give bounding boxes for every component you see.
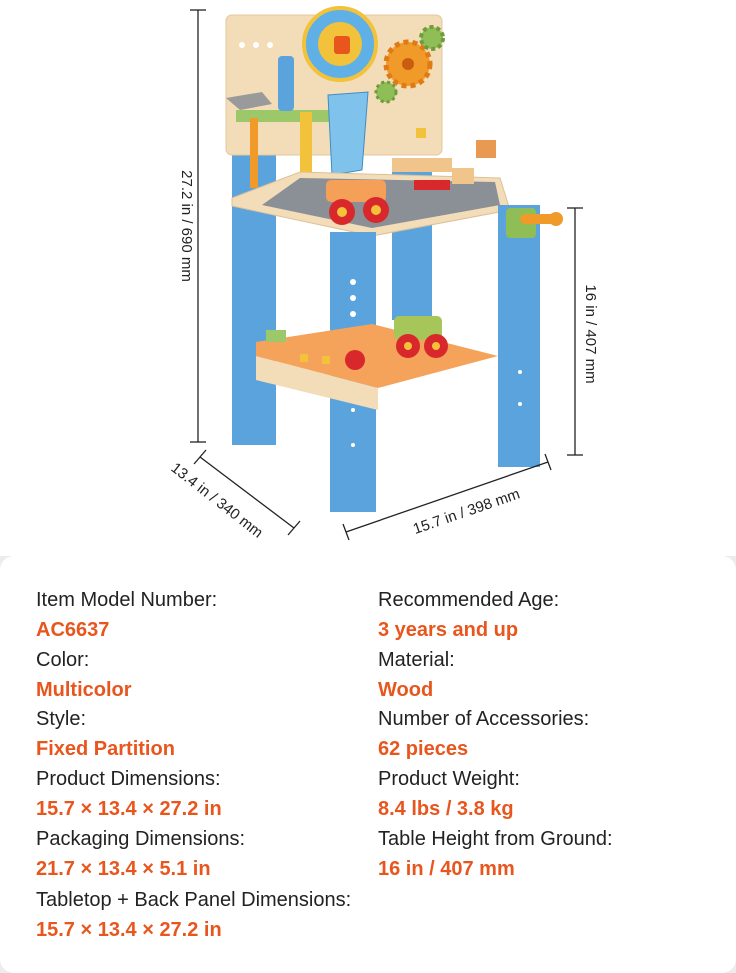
height-dimension-label: 27.2 in / 690 mm bbox=[178, 170, 195, 282]
product-illustration: 27.2 in / 690 mm 16 in / 407 mm 13.4 in … bbox=[0, 0, 736, 556]
spec-value: 15.7 × 13.4 × 27.2 in bbox=[36, 798, 222, 820]
workbench-drawing: 27.2 in / 690 mm 16 in / 407 mm 13.4 in … bbox=[168, 6, 599, 542]
spec-label: Item Model Number: bbox=[36, 589, 218, 611]
spec-value: 8.4 lbs / 3.8 kg bbox=[378, 798, 514, 820]
spec-label: Color: bbox=[36, 649, 90, 671]
spec-product-weight: Product Weight: 8.4 lbs / 3.8 kg bbox=[378, 767, 520, 821]
spec-color: Color: Multicolor bbox=[36, 648, 132, 702]
spec-label: Product Weight: bbox=[378, 768, 520, 790]
spec-packaging-dimensions: Packaging Dimensions: 21.7 × 13.4 × 5.1 … bbox=[36, 827, 245, 881]
tool-rack bbox=[236, 110, 346, 122]
spec-value: 21.7 × 13.4 × 5.1 in bbox=[36, 858, 211, 880]
spec-label: Packaging Dimensions: bbox=[36, 828, 245, 850]
width-dimension-label: 15.7 in / 398 mm bbox=[411, 486, 522, 538]
toy-car-shelf bbox=[394, 316, 448, 358]
spec-value: 3 years and up bbox=[378, 619, 519, 641]
front-right-leg bbox=[498, 205, 540, 467]
dimension-lines bbox=[190, 9, 583, 541]
spec-value: AC6637 bbox=[36, 619, 110, 641]
spec-label: Product Dimensions: bbox=[36, 768, 221, 790]
spec-table-height-from-ground: Table Height from Ground: 16 in / 407 mm bbox=[378, 827, 613, 881]
saw-icon bbox=[327, 91, 369, 176]
spec-recommended-age: Recommended Age: 3 years and up bbox=[378, 588, 559, 642]
spec-value: 15.7 × 13.4 × 27.2 in bbox=[36, 919, 222, 941]
gear-icon bbox=[374, 25, 445, 104]
red-bolt bbox=[345, 350, 365, 370]
spec-label: Style: bbox=[36, 708, 87, 730]
spec-value: Fixed Partition bbox=[36, 738, 175, 760]
spec-label: Number of Accessories: bbox=[378, 708, 590, 730]
spec-tabletop-back-panel-dimensions: Tabletop + Back Panel Dimensions: 15.7 ×… bbox=[36, 888, 351, 942]
spec-value: Wood bbox=[378, 679, 434, 701]
spec-value: Multicolor bbox=[36, 679, 132, 701]
spec-item-model-number: Item Model Number: AC6637 bbox=[36, 588, 217, 642]
spec-label: Tabletop + Back Panel Dimensions: bbox=[36, 889, 352, 911]
depth-dimension-label: 13.4 in / 340 mm bbox=[168, 459, 267, 541]
hammer-icon bbox=[226, 92, 272, 110]
spec-material: Material: Wood bbox=[378, 648, 455, 702]
spec-product-dimensions: Product Dimensions: 15.7 × 13.4 × 27.2 i… bbox=[36, 767, 222, 821]
spec-number-of-accessories: Number of Accessories: 62 pieces bbox=[378, 707, 589, 761]
table-height-dimension-label: 16 in / 407 mm bbox=[582, 284, 599, 383]
spec-style: Style: Fixed Partition bbox=[36, 707, 175, 761]
spec-value: 16 in / 407 mm bbox=[378, 858, 515, 880]
spec-card: Item Model Number: AC6637 Color: Multico… bbox=[0, 556, 736, 973]
spec-label: Recommended Age: bbox=[378, 589, 560, 611]
spec-label: Table Height from Ground: bbox=[378, 828, 613, 850]
toy-car-top bbox=[326, 180, 389, 225]
spec-label: Material: bbox=[378, 649, 455, 671]
screwdriver-icon bbox=[278, 56, 294, 111]
lower-shelf bbox=[256, 324, 498, 388]
spec-value: 62 pieces bbox=[378, 738, 469, 760]
knob-handle bbox=[520, 214, 558, 224]
building-blocks bbox=[392, 128, 496, 190]
